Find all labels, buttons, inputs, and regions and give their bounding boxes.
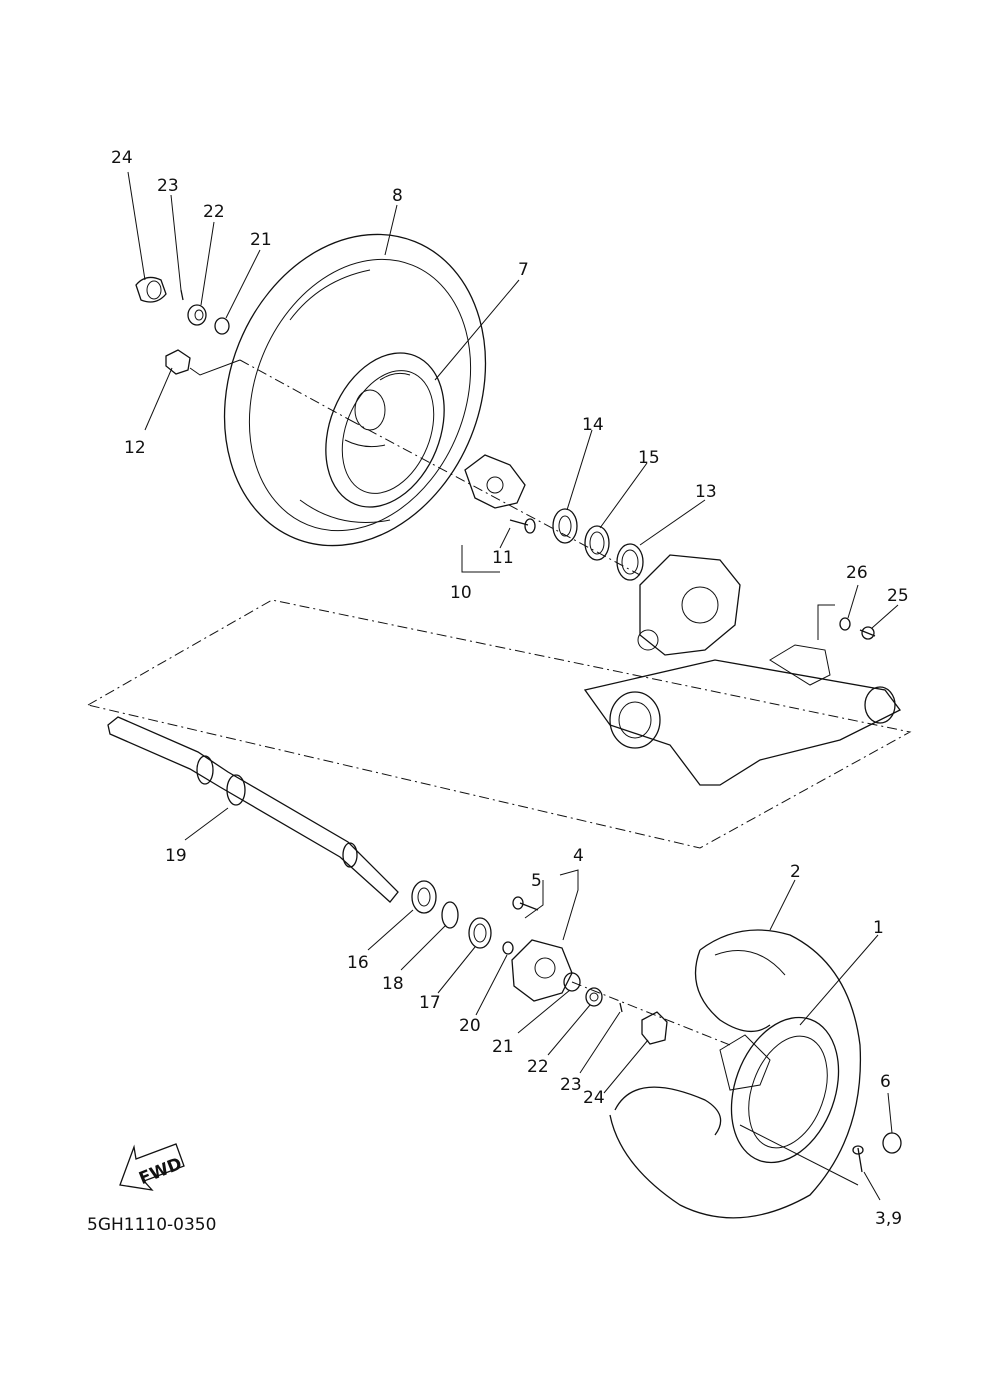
hub-upper <box>464 454 526 509</box>
bracket-10 <box>461 545 500 573</box>
callout-26: 26 <box>846 563 868 583</box>
cotter-pin-lower <box>619 1002 623 1013</box>
callout-18: 18 <box>382 974 404 994</box>
bracket-4 <box>524 880 544 919</box>
tire-lower <box>609 929 862 1219</box>
callout-22-lower: 22 <box>527 1057 549 1077</box>
callout-24-upper: 24 <box>111 148 133 168</box>
wheel-rim-lower <box>719 1016 840 1164</box>
cap-nut-lower <box>641 1011 668 1045</box>
callout-23-upper: 23 <box>157 176 179 196</box>
nut-upper <box>187 304 207 326</box>
callout-10: 10 <box>450 583 472 603</box>
callout-21-lower: 21 <box>492 1037 514 1057</box>
callout-23-lower: 23 <box>560 1075 582 1095</box>
leader-12-bracket <box>189 359 241 376</box>
callout-17: 17 <box>419 993 441 1013</box>
callout-12: 12 <box>124 438 146 458</box>
circlip-18 <box>441 901 459 929</box>
fwd-arrow-icon: FWD <box>119 1143 185 1191</box>
nut-lower <box>585 987 603 1007</box>
callout-13: 13 <box>695 482 717 502</box>
washer-lower <box>563 972 581 992</box>
callout-15: 15 <box>638 448 660 468</box>
callout-6: 6 <box>880 1072 891 1092</box>
callout-20: 20 <box>459 1016 481 1036</box>
stud-bolt-3-9 <box>852 1145 864 1173</box>
oil-seal-15 <box>584 525 610 561</box>
callout-19: 19 <box>165 846 187 866</box>
axis-line-upper <box>239 359 351 421</box>
bolt-25 <box>859 626 876 640</box>
rear-axle-19 <box>107 716 399 903</box>
bolt-11 <box>509 518 536 534</box>
cotter-pin-upper <box>180 289 184 301</box>
callout-22-upper: 22 <box>203 202 225 222</box>
axis-line-lower <box>571 981 731 1046</box>
oil-seal-13 <box>616 543 644 581</box>
nut-6 <box>882 1132 902 1154</box>
rear-arm <box>583 644 901 786</box>
bearing-16 <box>411 880 437 914</box>
callout-3-9: 3,9 <box>875 1209 902 1229</box>
assembly-frame <box>87 599 912 849</box>
washer-26 <box>839 617 851 631</box>
drawing-code: 5GH1110-0350 <box>87 1215 216 1235</box>
hub-lower <box>511 939 573 1002</box>
callout-16: 16 <box>347 953 369 973</box>
leader-lines <box>127 171 899 1201</box>
tire-upper <box>223 233 487 547</box>
callout-5: 5 <box>531 871 542 891</box>
callout-24-lower: 24 <box>583 1088 605 1108</box>
wheel-rim-upper <box>325 352 445 508</box>
callout-8: 8 <box>392 186 403 206</box>
callout-11: 11 <box>492 548 514 568</box>
callout-21-upper: 21 <box>250 230 272 250</box>
callout-1: 1 <box>873 918 884 938</box>
callout-14: 14 <box>582 415 604 435</box>
nut-12 <box>165 349 191 375</box>
bearing-14 <box>552 508 578 544</box>
callout-25: 25 <box>887 586 909 606</box>
callout-7: 7 <box>518 260 529 280</box>
oil-seal-17 <box>468 917 492 949</box>
leader-stud <box>739 1124 859 1186</box>
washer-upper <box>214 317 230 335</box>
final-gear-case <box>637 554 741 656</box>
bolt-5 <box>512 896 539 911</box>
cap-nut-upper <box>135 276 167 303</box>
callout-2: 2 <box>790 862 801 882</box>
callout-4: 4 <box>573 846 584 866</box>
o-ring-20 <box>502 941 514 955</box>
